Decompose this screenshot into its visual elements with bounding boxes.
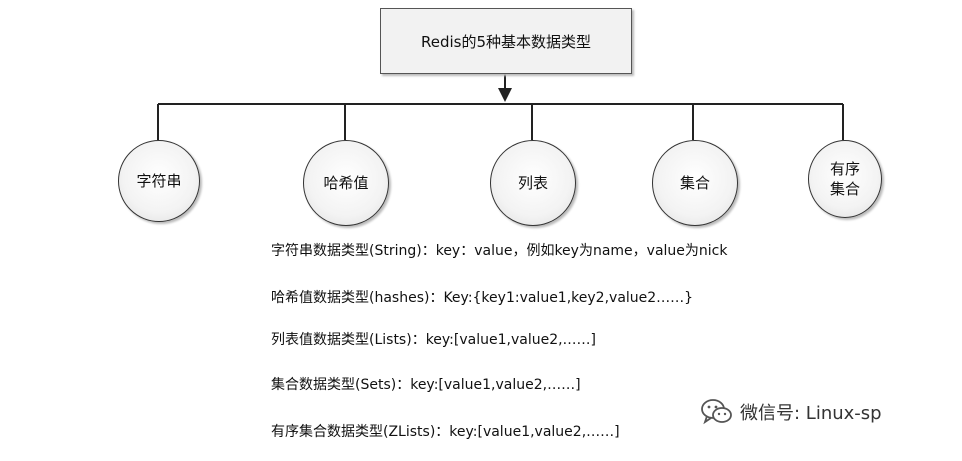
node-zset-label-line2: 集合: [829, 180, 860, 198]
node-hash-label: 哈希值: [323, 174, 369, 192]
node-zset: 有序 集合: [808, 140, 882, 218]
root-label: Redis的5种基本数据类型: [420, 32, 592, 51]
watermark-text: 微信号: Linux-sp: [740, 403, 882, 424]
arrow-head: [498, 88, 512, 102]
node-string-label: 字符串: [136, 172, 182, 190]
desc-zset: 有序集合数据类型(ZLists)：key:[value1,value2,……]: [271, 424, 620, 440]
root-node: Redis的5种基本数据类型: [380, 8, 632, 74]
node-list: 列表: [490, 140, 576, 226]
desc-set: 集合数据类型(Sets)：key:[value1,value2,……]: [271, 377, 581, 393]
desc-string: 字符串数据类型(String)：key：value，例如key为name，val…: [271, 243, 728, 259]
wechat-icon: [701, 399, 732, 425]
desc-list: 列表值数据类型(Lists)：key:[value1,value2,……]: [271, 332, 597, 348]
node-set-label: 集合: [679, 174, 710, 192]
node-zset-label-line1: 有序: [829, 160, 860, 178]
watermark: 微信号: Linux-sp: [700, 397, 882, 427]
desc-hash: 哈希值数据类型(hashes)：Key:{key1:value1,key2,va…: [271, 290, 694, 306]
node-string: 字符串: [118, 140, 200, 222]
node-list-label: 列表: [517, 174, 548, 192]
node-hash: 哈希值: [303, 140, 389, 226]
node-set: 集合: [652, 140, 738, 226]
